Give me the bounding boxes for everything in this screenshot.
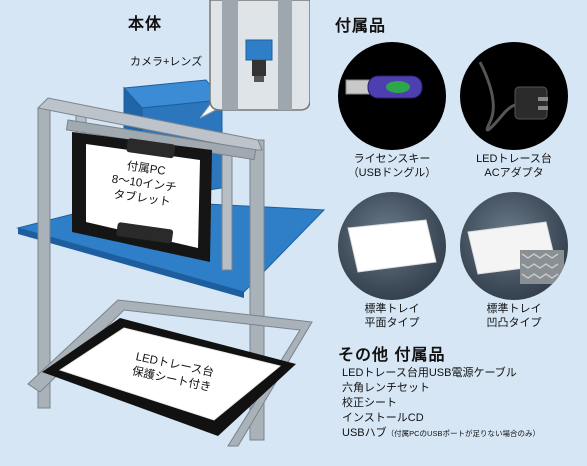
list-item: インストールCD [342, 412, 424, 424]
usb-hub-note: （付属PCのUSBポートが足りない場合のみ） [386, 429, 540, 438]
flat-tray-label: 標準トレイ 平面タイプ [342, 302, 442, 330]
main-unit-heading: 本体 [128, 16, 163, 33]
list-item: LEDトレース台用USB電源ケーブル [342, 367, 517, 379]
camera-zoom-inset [199, 0, 310, 119]
accessories-heading: 付属品 [335, 18, 387, 35]
license-key-image [338, 42, 446, 150]
camera-lens [252, 60, 266, 76]
usb-dongle-icon [345, 75, 423, 99]
textured-tray-image [460, 192, 568, 300]
ac-adapter-label: LEDトレース台 ACアダプタ [464, 152, 564, 180]
accessory-label-line: 平面タイプ [364, 317, 420, 329]
other-accessories-heading: その他 付属品 [338, 347, 446, 364]
camera-body [245, 39, 273, 61]
scanner-unit-illustration [16, 79, 326, 447]
ac-adapter-icon [478, 61, 548, 132]
accessory-label-line: 標準トレイ [364, 303, 420, 315]
textured-tray-label: 標準トレイ 凹凸タイプ [464, 302, 564, 330]
usb-hub-label: USBハブ [342, 427, 387, 439]
license-key-label: ライセンスキー （USBドングル） [342, 152, 442, 180]
camera-lens-label: カメラ+レンズ [130, 56, 203, 68]
textured-tray-icon [467, 221, 564, 284]
frame-post-left-back [37, 107, 51, 409]
accessory-label-line: ACアダプタ [484, 167, 544, 179]
ac-adapter-image [460, 42, 568, 150]
other-accessories-list: LEDトレース台用USB電源ケーブル 六角レンチセット 校正シート インストール… [342, 366, 540, 441]
list-item: 校正シート [342, 397, 397, 409]
accessory-label-line: 凹凸タイプ [486, 317, 542, 329]
list-item: USBハブ（付属PCのUSBポートが足りない場合のみ） [342, 426, 540, 441]
accessory-label-line: LEDトレース台 [476, 153, 552, 165]
list-item: 六角レンチセット [342, 382, 430, 394]
flat-tray-image [338, 192, 446, 300]
flat-tray-icon [347, 219, 437, 273]
accessory-label-line: （USBドングル） [347, 167, 437, 179]
accessory-label-line: 標準トレイ [486, 303, 542, 315]
accessory-label-line: ライセンスキー [353, 153, 431, 165]
